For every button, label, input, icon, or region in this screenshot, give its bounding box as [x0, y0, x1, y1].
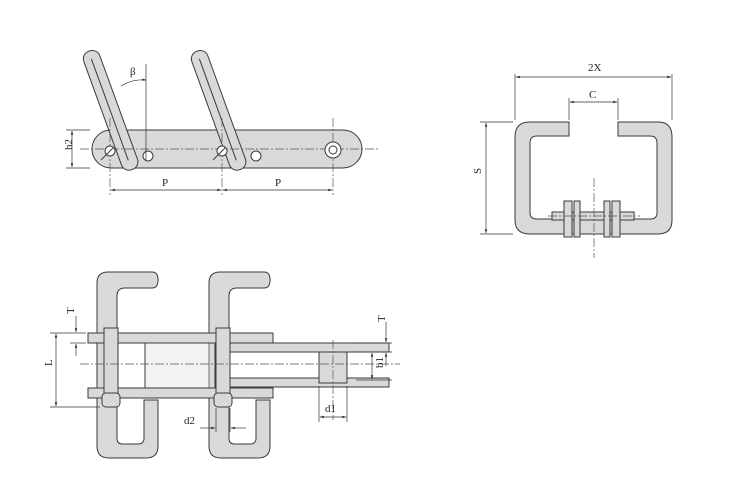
t-left-label: T — [65, 307, 77, 314]
pin-1-body — [103, 327, 119, 403]
side-plate-left-inner — [573, 200, 581, 238]
beta-arc — [120, 78, 147, 87]
beta-label: β — [130, 66, 136, 78]
u-loop-1 — [96, 271, 159, 459]
d2-label: d2 — [184, 415, 195, 427]
inclined-arm-1 — [82, 49, 139, 171]
inner-link-body — [144, 342, 216, 389]
b1-label: b1 — [374, 357, 386, 368]
l-label: L — [43, 359, 55, 366]
side-view: β h2 P P — [63, 49, 378, 195]
attachment-frame — [514, 121, 673, 235]
d1-label: d1 — [325, 403, 336, 415]
cotter-2 — [212, 147, 226, 161]
bushing-inner — [328, 145, 338, 155]
pitch-label-2: P — [275, 177, 281, 189]
inner-plate-bottom — [215, 377, 390, 388]
h2-label: h2 — [63, 139, 75, 150]
plan-view: T L d2 T b1 d1 — [43, 271, 400, 459]
arm-pin-2 — [250, 150, 262, 162]
cotter-1 — [100, 147, 114, 161]
arm-pin-1 — [142, 150, 154, 162]
inclined-arm-2 — [190, 49, 247, 171]
s-label: S — [472, 168, 484, 174]
u-loop-2 — [208, 271, 271, 459]
side-plate-right-outer — [611, 200, 621, 238]
c-label: C — [589, 89, 596, 101]
front-view: 2X C S — [472, 62, 673, 258]
side-plate-left-outer — [563, 200, 573, 238]
pin-2-head — [213, 392, 233, 408]
t-right-label: T — [376, 315, 388, 322]
2x-label: 2X — [588, 62, 602, 74]
side-plate-right-inner — [603, 200, 611, 238]
inner-plate-top — [215, 342, 390, 353]
pitch-label-1: P — [162, 177, 168, 189]
pin-2-body — [215, 327, 231, 403]
pin-1-head — [101, 392, 121, 408]
